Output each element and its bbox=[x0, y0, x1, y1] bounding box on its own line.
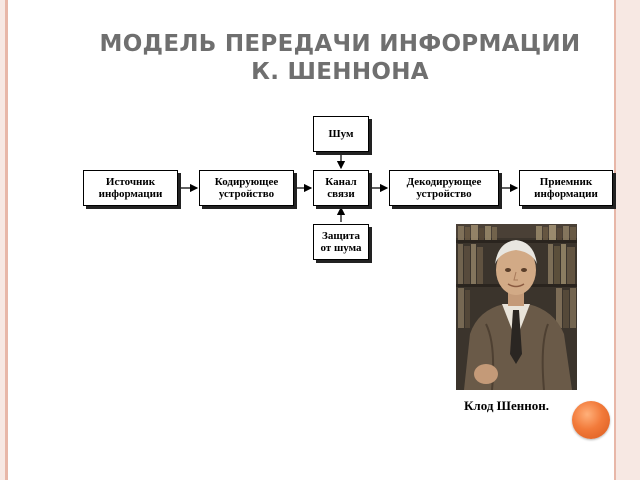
portrait-caption: Клод Шеннон. bbox=[464, 398, 549, 413]
box-channel-line2: связи bbox=[327, 188, 355, 200]
slide-title: МОДЕЛЬ ПЕРЕДАЧИ ИНФОРМАЦИИ К. ШЕННОНА bbox=[60, 30, 620, 86]
box-decoder-line2: устройство bbox=[416, 188, 472, 200]
box-protection: Защита от шума bbox=[313, 224, 369, 260]
title-line-1: МОДЕЛЬ ПЕРЕДАЧИ ИНФОРМАЦИИ bbox=[99, 31, 581, 57]
portrait-illustration bbox=[456, 224, 577, 390]
box-source-line1: Источник bbox=[105, 176, 156, 188]
box-receiver: Приемник информации bbox=[519, 170, 613, 206]
title-line-2: К. ШЕННОНА bbox=[251, 59, 429, 85]
box-source-line2: информации bbox=[98, 188, 163, 200]
box-encoder-line2: устройство bbox=[218, 188, 275, 200]
box-channel: Канал связи bbox=[313, 170, 369, 206]
box-receiver-line2: информации bbox=[534, 188, 598, 200]
shannon-portrait bbox=[456, 224, 577, 390]
decorative-orb bbox=[572, 401, 610, 439]
box-decoder-line1: Декодирующее bbox=[406, 176, 482, 188]
box-channel-line1: Канал bbox=[325, 176, 357, 188]
slide-left-edge bbox=[0, 0, 8, 480]
box-decoder: Декодирующее устройство bbox=[389, 170, 499, 206]
box-encoder-line1: Кодирующее bbox=[214, 176, 279, 188]
box-receiver-line1: Приемник bbox=[539, 176, 593, 188]
box-noise-line1: Шум bbox=[328, 128, 354, 140]
slide-right-edge bbox=[614, 0, 640, 480]
box-protection-line1: Защита bbox=[322, 230, 360, 242]
box-noise: Шум bbox=[313, 116, 369, 152]
box-source: Источник информации bbox=[83, 170, 178, 206]
box-protection-line2: от шума bbox=[320, 242, 362, 254]
box-encoder: Кодирующее устройство bbox=[199, 170, 294, 206]
